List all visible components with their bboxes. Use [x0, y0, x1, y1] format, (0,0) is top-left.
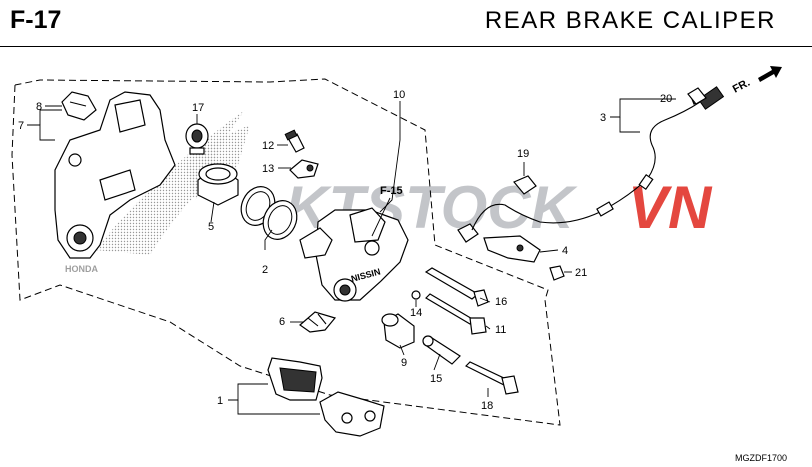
mounting-bolt — [464, 361, 519, 395]
part-label-6: 6 — [279, 316, 285, 328]
section-reference: F-15 — [380, 185, 403, 197]
part-label-18: 18 — [481, 400, 493, 412]
pad-pin-clip — [411, 290, 421, 300]
part-label-4: 4 — [562, 245, 568, 257]
figure-code: F-17 — [10, 6, 62, 34]
pad-spring-clip — [61, 91, 97, 121]
part-label-15: 15 — [430, 373, 442, 385]
brake-pads — [267, 357, 385, 437]
part-label-2: 2 — [262, 264, 268, 276]
part-label-16: 16 — [495, 296, 507, 308]
stay-bolt — [549, 265, 565, 281]
part-label-3: 3 — [600, 112, 606, 124]
assembly-boundary — [11, 78, 561, 426]
part-label-20: 20 — [660, 93, 672, 105]
pin-boot — [185, 123, 209, 155]
slide-pin — [422, 335, 461, 365]
pad-spring — [299, 311, 337, 333]
header-bar: F-17 REAR BRAKE CALIPER — [0, 0, 812, 47]
pad-pin-bolt — [424, 267, 489, 307]
slide-bolt — [425, 293, 487, 335]
part-label-21: 21 — [575, 267, 587, 279]
part-labels: 7 8 17 5 2 12 13 10 F-15 6 1 9 14 15 16 … — [18, 89, 672, 412]
caliper-piston — [197, 163, 239, 206]
front-direction-label: FR. — [731, 77, 752, 96]
bleeder-screw — [284, 129, 305, 153]
drawing-code: MGZDF1700 — [735, 453, 787, 463]
wire-clamp — [687, 87, 707, 105]
part-label-7: 7 — [18, 120, 24, 132]
caliper-body: NISSIN — [299, 207, 409, 302]
part-label-9: 9 — [401, 357, 407, 369]
part-label-8: 8 — [36, 101, 42, 113]
part-label-5: 5 — [208, 221, 214, 233]
part-label-14: 14 — [410, 307, 422, 319]
part-label-19: 19 — [517, 148, 529, 160]
leader-lines — [27, 98, 676, 415]
part-label-11: 11 — [495, 324, 506, 336]
piston-seals — [240, 186, 298, 240]
part-label-10: 10 — [393, 89, 405, 101]
slide-pin-boot — [381, 313, 415, 349]
part-label-1: 1 — [217, 395, 223, 407]
honda-logo-text: HONDA — [65, 264, 98, 274]
speed-sensor-wire — [457, 86, 725, 243]
part-label-17: 17 — [192, 102, 204, 114]
sensor-stay — [483, 235, 541, 263]
figure-title: REAR BRAKE CALIPER — [484, 7, 776, 34]
wire-grommet — [513, 175, 537, 195]
part-label-13: 13 — [262, 163, 274, 175]
front-direction-arrow: FR. — [731, 66, 782, 96]
bleeder-cap — [289, 159, 319, 179]
part-label-12: 12 — [262, 140, 274, 152]
caliper-bracket — [54, 91, 176, 259]
